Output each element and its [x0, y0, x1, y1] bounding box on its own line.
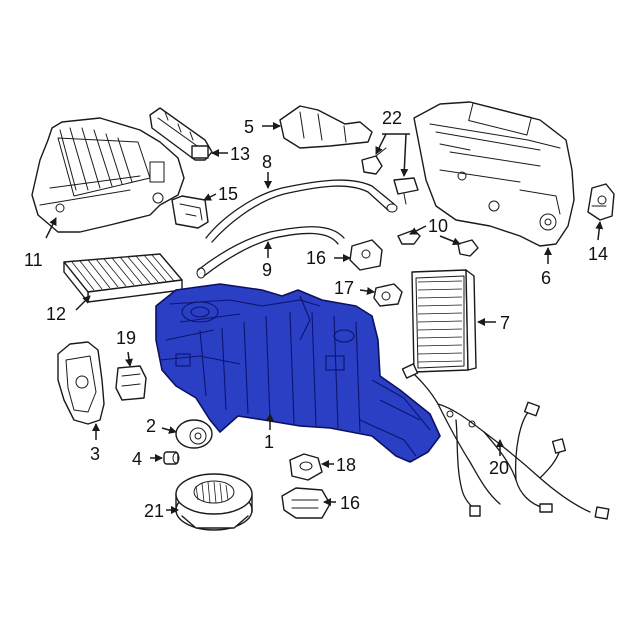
part-3-mount-plate[interactable]: [57, 341, 105, 425]
callout-21: 21: [144, 501, 164, 521]
callout-2: 2: [146, 416, 156, 436]
leader-10b: [439, 235, 461, 246]
callout-16b: 16: [340, 493, 360, 513]
leader-14: [595, 221, 604, 241]
callout-3: 3: [90, 444, 100, 464]
callout-1: 1: [264, 432, 274, 452]
callout-22: 22: [382, 108, 402, 128]
leader-15: [203, 193, 217, 201]
callout-6: 6: [541, 268, 551, 288]
callout-17: 17: [334, 278, 354, 298]
callout-15: 15: [218, 184, 238, 204]
part-15-actuator[interactable]: [171, 195, 209, 229]
callout-16a: 16: [306, 248, 326, 268]
part-12-cabin-filter[interactable]: [63, 253, 183, 303]
part-18-sensor[interactable]: [289, 453, 323, 481]
leader-22b: [400, 133, 409, 177]
callout-13: 13: [230, 144, 250, 164]
part-16-actuator-upper[interactable]: [349, 239, 383, 271]
leader-17: [359, 287, 375, 295]
leader-11: [45, 217, 57, 239]
callout-7: 7: [500, 313, 510, 333]
callout-4: 4: [132, 449, 142, 469]
leader-10a: [409, 225, 427, 235]
part-6-rear-housing[interactable]: [413, 101, 575, 247]
callout-10: 10: [428, 216, 448, 236]
leader-2: [161, 426, 177, 434]
part-16-module-lower[interactable]: [281, 487, 331, 519]
callout-18: 18: [336, 455, 356, 475]
leader-12: [75, 295, 91, 311]
callout-5: 5: [244, 117, 254, 137]
part-11-air-inlet-housing[interactable]: [31, 117, 185, 233]
part-5-duct-housing[interactable]: [279, 105, 373, 149]
leader-19: [125, 351, 133, 367]
part-21-blower-motor[interactable]: [175, 473, 253, 531]
callout-11: 11: [24, 250, 43, 270]
part-14-actuator[interactable]: [587, 183, 615, 221]
part-8-drain-tube[interactable]: [205, 179, 398, 243]
part-1-hvac-case[interactable]: [155, 283, 441, 463]
part-7-heater-core[interactable]: [411, 269, 477, 373]
callout-19: 19: [116, 328, 136, 348]
part-19-actuator[interactable]: [115, 365, 147, 401]
part-4-grommet[interactable]: [163, 451, 180, 465]
callout-9: 9: [262, 260, 272, 280]
part-20-wiring-harness[interactable]: [401, 363, 610, 520]
callout-8: 8: [262, 152, 272, 172]
part-13-bracket[interactable]: [149, 107, 213, 161]
callout-12: 12: [46, 304, 66, 324]
part-9-drain-tube[interactable]: [196, 226, 345, 279]
leader-22a: [375, 133, 387, 155]
callout-20: 20: [489, 458, 509, 478]
part-17-resistor[interactable]: [373, 283, 403, 307]
part-22-sensors[interactable]: [361, 147, 419, 205]
callout-14: 14: [588, 244, 608, 264]
part-2-ring[interactable]: [175, 419, 213, 449]
